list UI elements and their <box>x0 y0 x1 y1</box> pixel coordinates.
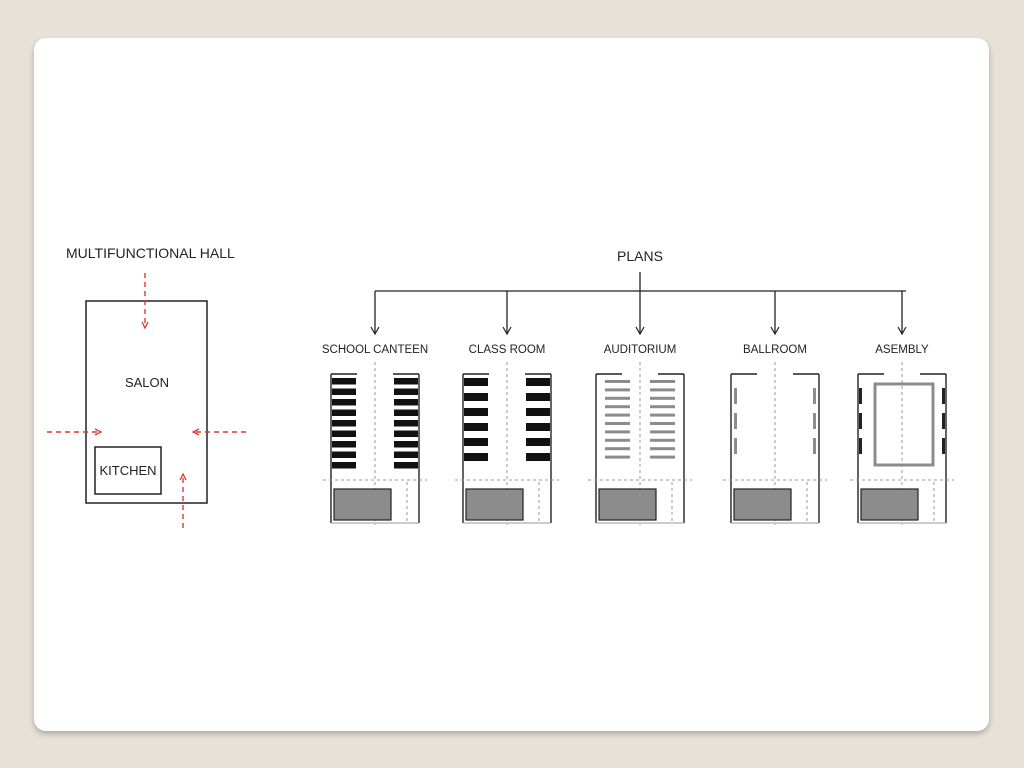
plans-title: PLANS <box>617 248 663 264</box>
wall-seat <box>734 413 737 429</box>
table <box>526 378 550 386</box>
table <box>332 430 356 437</box>
seat-row <box>605 430 630 434</box>
wall-seat <box>859 413 862 429</box>
seat-row <box>605 455 630 459</box>
stage-area <box>873 382 935 467</box>
seat-row <box>605 438 630 442</box>
plan-kitchen-block <box>733 488 792 521</box>
seat-row <box>650 422 675 425</box>
table <box>394 451 418 458</box>
wall-seat <box>942 388 945 404</box>
table <box>394 409 418 416</box>
plan-ballroom: BALLROOM <box>723 291 827 525</box>
table <box>332 451 356 458</box>
table <box>394 420 418 427</box>
seat-row <box>650 396 675 400</box>
plan-label: ASEMBLY <box>875 344 929 356</box>
seat-row <box>650 405 675 409</box>
wall-seat <box>859 438 862 454</box>
wall-seat <box>813 438 816 454</box>
seat-row <box>605 380 630 383</box>
kitchen-outline <box>94 446 162 495</box>
table <box>332 378 356 385</box>
table <box>464 438 488 446</box>
table <box>332 388 356 395</box>
table <box>394 430 418 437</box>
wall-seat <box>942 413 945 429</box>
plan-auditorium: AUDITORIUM <box>588 291 692 525</box>
plan-canteen: SCHOOL CANTEEN <box>322 291 428 525</box>
seat-row <box>605 422 630 425</box>
seat-row <box>605 447 630 451</box>
seat-row <box>650 447 675 451</box>
table <box>464 378 488 386</box>
plans-list: SCHOOL CANTEEN CLASS ROOM AUDITORIUM BALLRO… <box>322 291 954 525</box>
wall-seat <box>942 438 945 454</box>
plan-kitchen-block <box>333 488 392 521</box>
plan-classroom: CLASS ROOM <box>455 291 559 525</box>
seat-row <box>605 405 630 409</box>
plan-assembly: ASEMBLY <box>850 291 954 525</box>
wall-seat <box>813 413 816 429</box>
seat-row <box>650 380 675 383</box>
seat-row <box>650 438 675 442</box>
table <box>394 441 418 448</box>
plan-kitchen-block <box>465 488 524 521</box>
wall-seat <box>813 388 816 404</box>
table <box>464 423 488 431</box>
plans-tree: PLANS SCHOOL CANTEEN CLASS ROOM AUDITORIUM… <box>322 248 954 525</box>
table <box>464 393 488 401</box>
hall-outline <box>85 300 208 504</box>
table <box>526 393 550 401</box>
wall-seat <box>859 388 862 404</box>
table <box>394 462 418 469</box>
table <box>332 420 356 427</box>
table <box>526 423 550 431</box>
table <box>526 438 550 446</box>
table <box>332 441 356 448</box>
table <box>394 378 418 385</box>
wall-seat <box>734 388 737 404</box>
seat-row <box>650 430 675 434</box>
table <box>526 453 550 461</box>
seat-row <box>605 396 630 400</box>
table <box>464 453 488 461</box>
slide-card <box>34 38 989 731</box>
kitchen-label: KITCHEN <box>99 463 156 478</box>
table <box>332 409 356 416</box>
table <box>332 462 356 469</box>
multifunctional-hall: MULTIFUNCTIONAL HALL SALON KITCHEN <box>47 245 246 528</box>
hall-title: MULTIFUNCTIONAL HALL <box>66 245 235 261</box>
seat-row <box>650 455 675 459</box>
seat-row <box>650 413 675 417</box>
plan-label: AUDITORIUM <box>604 344 677 356</box>
seat-row <box>605 388 630 392</box>
table <box>464 408 488 416</box>
table <box>332 399 356 406</box>
salon-label: SALON <box>125 375 169 390</box>
plan-kitchen-block <box>598 488 657 521</box>
wall-seat <box>734 438 737 454</box>
table <box>394 388 418 395</box>
seat-row <box>650 388 675 392</box>
plan-label: CLASS ROOM <box>469 344 546 356</box>
plan-kitchen-block <box>860 488 919 521</box>
seat-row <box>605 413 630 417</box>
plan-label: SCHOOL CANTEEN <box>322 344 428 356</box>
plan-label: BALLROOM <box>743 344 807 356</box>
table <box>526 408 550 416</box>
table <box>394 399 418 406</box>
